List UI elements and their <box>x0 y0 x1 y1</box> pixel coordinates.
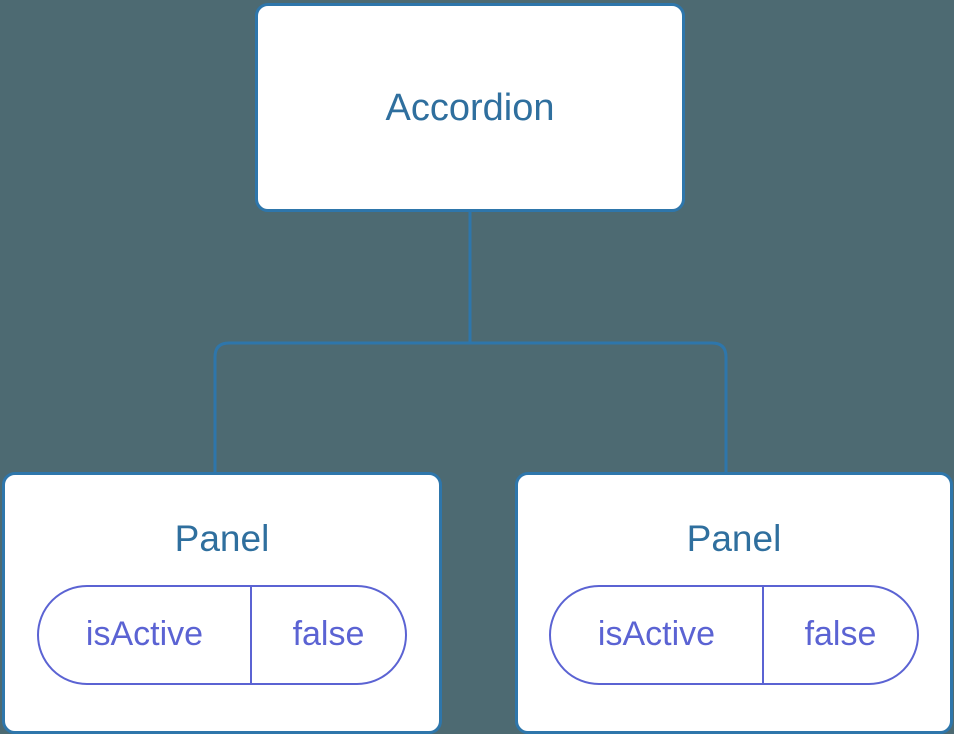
edge-to-panel-right <box>470 341 728 478</box>
state-pill-key: isActive <box>551 587 764 683</box>
node-title: Accordion <box>385 86 555 129</box>
state-pill[interactable]: isActive false <box>549 585 919 685</box>
node-title: Panel <box>174 518 270 559</box>
node-accordion[interactable]: Accordion <box>255 3 685 212</box>
state-pill-value: false <box>804 615 877 653</box>
node-title: Panel <box>686 518 782 559</box>
state-pill-key: isActive <box>39 587 252 683</box>
edge-to-panel-left <box>213 341 470 478</box>
node-panel-right[interactable]: Panel isActive false <box>515 472 953 734</box>
node-panel-left[interactable]: Panel isActive false <box>2 472 442 734</box>
state-pill-value: false <box>292 615 365 653</box>
state-pill[interactable]: isActive false <box>37 585 407 685</box>
